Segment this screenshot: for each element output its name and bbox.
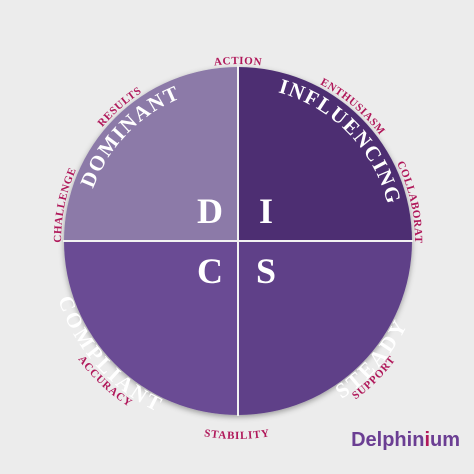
outer-label-action: ACTION — [213, 55, 262, 69]
quadrant-compliant — [64, 241, 238, 415]
letter-i: I — [259, 191, 273, 231]
quadrant-dominant — [64, 67, 238, 241]
brand-logo-part3: um — [430, 429, 460, 451]
letter-d: D — [197, 191, 223, 231]
letter-c: C — [197, 251, 223, 291]
brand-logo-part1: Delphin — [351, 429, 424, 451]
quadrant-influencing — [238, 67, 412, 241]
outer-label-stability: STABILITY — [203, 428, 270, 443]
quadrant-steady — [238, 241, 412, 415]
brand-logo-dot-i: i — [424, 429, 430, 451]
letter-s: S — [256, 251, 276, 291]
brand-logo: Delphinium — [351, 429, 460, 451]
